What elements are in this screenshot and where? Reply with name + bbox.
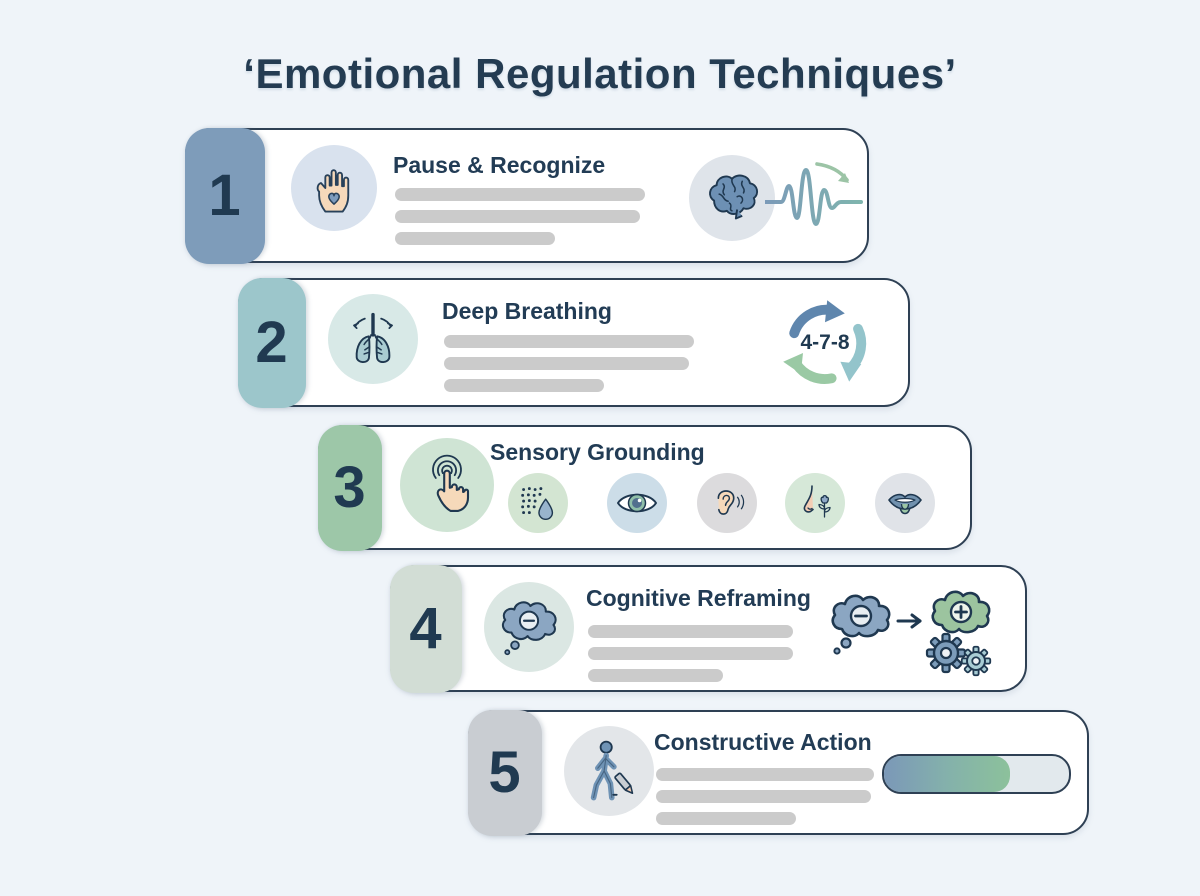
waveform-icon — [765, 162, 863, 227]
breathing-ratio-label: 4-7-8 — [800, 331, 850, 354]
step-card-deep-breathing: 2 Deep Breathing — [237, 277, 910, 408]
positive-thought-icon — [931, 590, 991, 634]
progress-bar-fill — [884, 756, 1010, 792]
step-card-pause-recognize: 1 Pause & Recognize — [184, 127, 869, 264]
nose-flower-icon — [785, 473, 845, 533]
mouth-tongue-icon — [875, 473, 935, 533]
reframe-transformation — [831, 590, 992, 677]
step-number: 1 — [208, 163, 241, 228]
step-number-badge: 2 — [237, 277, 306, 408]
cycle-arrows-icon: 4-7-8 — [770, 287, 880, 397]
texture-droplet-icon — [508, 473, 568, 533]
step-title: Constructive Action — [654, 729, 872, 755]
step-title: Pause & Recognize — [393, 152, 606, 178]
gears-icon — [925, 632, 992, 677]
eye-icon — [607, 473, 667, 533]
ear-icon — [697, 473, 757, 533]
negative-thought-icon — [484, 582, 574, 672]
walking-pencil-icon — [564, 726, 654, 816]
placeholder-text-lines — [588, 625, 793, 682]
step-number: 5 — [488, 740, 521, 805]
touch-icon — [400, 438, 494, 532]
placeholder-text-lines — [656, 768, 874, 825]
step-title: Deep Breathing — [442, 298, 612, 324]
step-number: 4 — [409, 596, 442, 661]
hand-heart-icon — [291, 145, 377, 231]
step-number-badge: 5 — [467, 709, 542, 836]
step-number-badge: 4 — [389, 564, 462, 693]
placeholder-text-lines — [395, 188, 645, 245]
page-title: ‘Emotional Regulation Techniques’ — [243, 50, 957, 97]
negative-thought-icon — [831, 594, 891, 655]
calming-arrow-icon — [815, 162, 849, 183]
placeholder-text-lines — [444, 335, 694, 392]
step-number: 3 — [333, 455, 366, 520]
brain-icon — [689, 155, 775, 241]
lungs-icon — [328, 294, 418, 384]
progress-bar — [882, 754, 1071, 794]
step-number-badge: 3 — [317, 424, 382, 551]
step-card-constructive-action: 5 Constructive Action — [467, 709, 1089, 836]
step-number: 2 — [255, 310, 288, 375]
step-card-cognitive-reframing: 4 Cognitive Reframing — [389, 564, 1027, 693]
step-title: Sensory Grounding — [490, 439, 705, 465]
step-title: Cognitive Reframing — [586, 585, 811, 611]
step-card-sensory-grounding: 3 Sensory Grounding — [317, 424, 972, 551]
step-number-badge: 1 — [184, 127, 265, 264]
arrow-right-icon — [896, 613, 922, 629]
